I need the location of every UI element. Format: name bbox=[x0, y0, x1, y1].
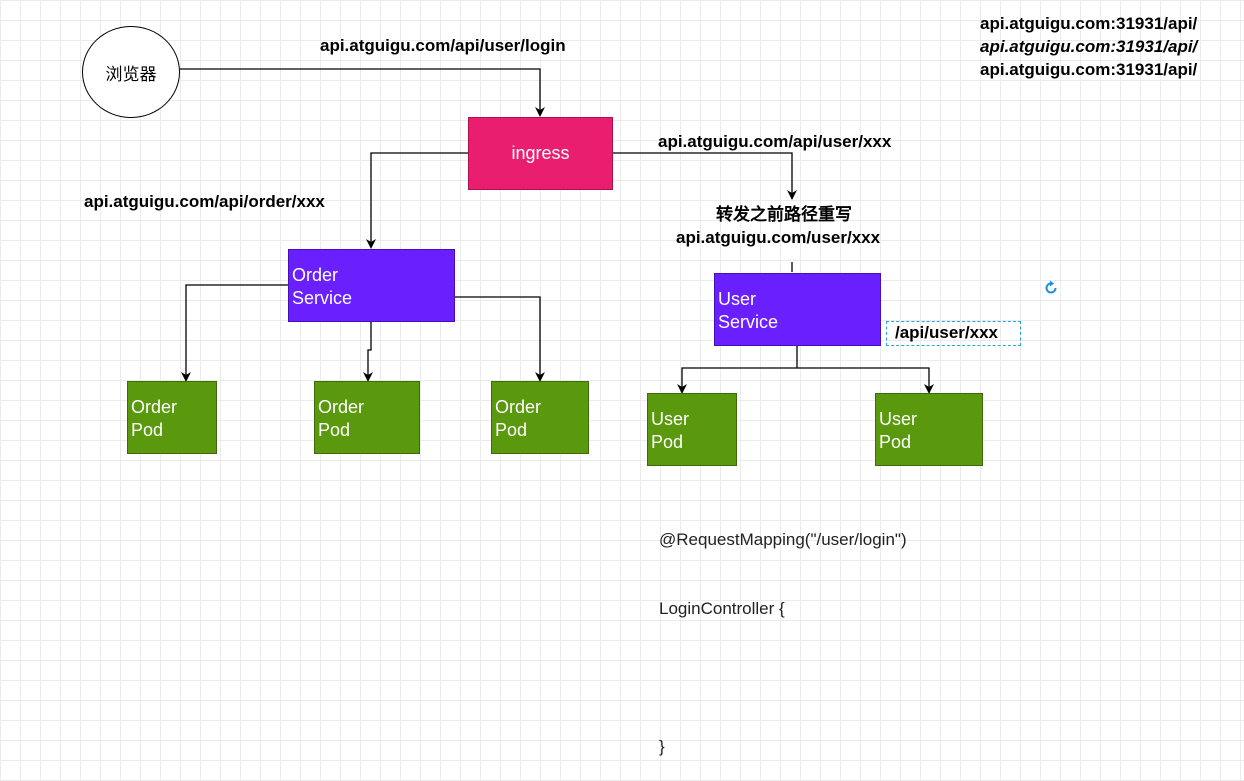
order-pod-label-line1: Order bbox=[318, 397, 365, 417]
user-pod-node[interactable]: User Pod bbox=[875, 393, 983, 466]
browser-node[interactable]: 浏览器 bbox=[82, 26, 180, 118]
service-path-label[interactable]: /api/user/xxx bbox=[886, 321, 1021, 346]
order-service-label-line1: Order bbox=[292, 265, 339, 285]
order-service-label-line2: Service bbox=[292, 288, 353, 308]
ingress-node[interactable]: ingress bbox=[468, 117, 613, 190]
user-service-node[interactable]: User Service bbox=[714, 273, 881, 346]
code-line-class: LoginController { bbox=[659, 599, 785, 618]
browser-label: 浏览器 bbox=[105, 64, 157, 85]
code-line-annotation: @RequestMapping("/user/login") bbox=[659, 530, 907, 549]
rewrite-url-label[interactable]: api.atguigu.com/user/xxx bbox=[676, 228, 881, 247]
user-url-label[interactable]: api.atguigu.com/api/user/xxx bbox=[658, 132, 892, 151]
edge-ingress-order-service bbox=[366, 152, 468, 249]
user-service-label-line1: User bbox=[718, 289, 757, 309]
user-pod-label-line1: User bbox=[651, 409, 690, 429]
user-pod-label-line2: Pod bbox=[651, 432, 684, 452]
order-pod-node[interactable]: Order Pod bbox=[491, 381, 589, 454]
edge-user-service-pod-1 bbox=[677, 367, 797, 394]
edge-ingress-user-service bbox=[612, 152, 797, 200]
order-pod-label-line2: Pod bbox=[131, 420, 164, 440]
edge-order-service-pod-2 bbox=[363, 322, 373, 382]
user-pod-node[interactable]: User Pod bbox=[647, 393, 737, 466]
order-pod-label-line1: Order bbox=[131, 397, 178, 417]
user-pod-label-line1: User bbox=[879, 409, 918, 429]
login-url-label[interactable]: api.atguigu.com/api/user/login bbox=[320, 36, 566, 55]
code-snippet[interactable]: @RequestMapping("/user/login") LoginCont… bbox=[659, 482, 907, 781]
user-pod-label-line2: Pod bbox=[879, 432, 912, 452]
refresh-icon[interactable] bbox=[1043, 280, 1059, 296]
corner-note-2[interactable]: api.atguigu.com:31931/api/ bbox=[980, 37, 1198, 56]
ingress-label: ingress bbox=[511, 143, 570, 163]
edge-order-service-pod-3 bbox=[454, 296, 545, 382]
rewrite-title-label[interactable]: 转发之前路径重写 bbox=[716, 205, 852, 225]
order-pod-node[interactable]: Order Pod bbox=[314, 381, 420, 454]
code-line-blank bbox=[659, 666, 907, 689]
connector-layer bbox=[180, 68, 934, 394]
order-pod-label-line1: Order bbox=[495, 397, 542, 417]
order-url-label[interactable]: api.atguigu.com/api/order/xxx bbox=[84, 192, 325, 211]
edge-user-service-pod-2 bbox=[797, 367, 934, 394]
user-service-label-line2: Service bbox=[718, 312, 779, 332]
corner-note-1[interactable]: api.atguigu.com:31931/api/ bbox=[980, 14, 1198, 33]
edge-browser-ingress bbox=[180, 68, 545, 117]
corner-note-3[interactable]: api.atguigu.com:31931/api/ bbox=[980, 60, 1198, 79]
order-pod-node[interactable]: Order Pod bbox=[127, 381, 217, 454]
order-pod-label-line2: Pod bbox=[495, 420, 528, 440]
code-line-close: } bbox=[659, 737, 665, 756]
order-service-node[interactable]: Order Service bbox=[288, 249, 455, 322]
edge-order-service-pod-1 bbox=[181, 284, 288, 382]
order-pod-label-line2: Pod bbox=[318, 420, 351, 440]
